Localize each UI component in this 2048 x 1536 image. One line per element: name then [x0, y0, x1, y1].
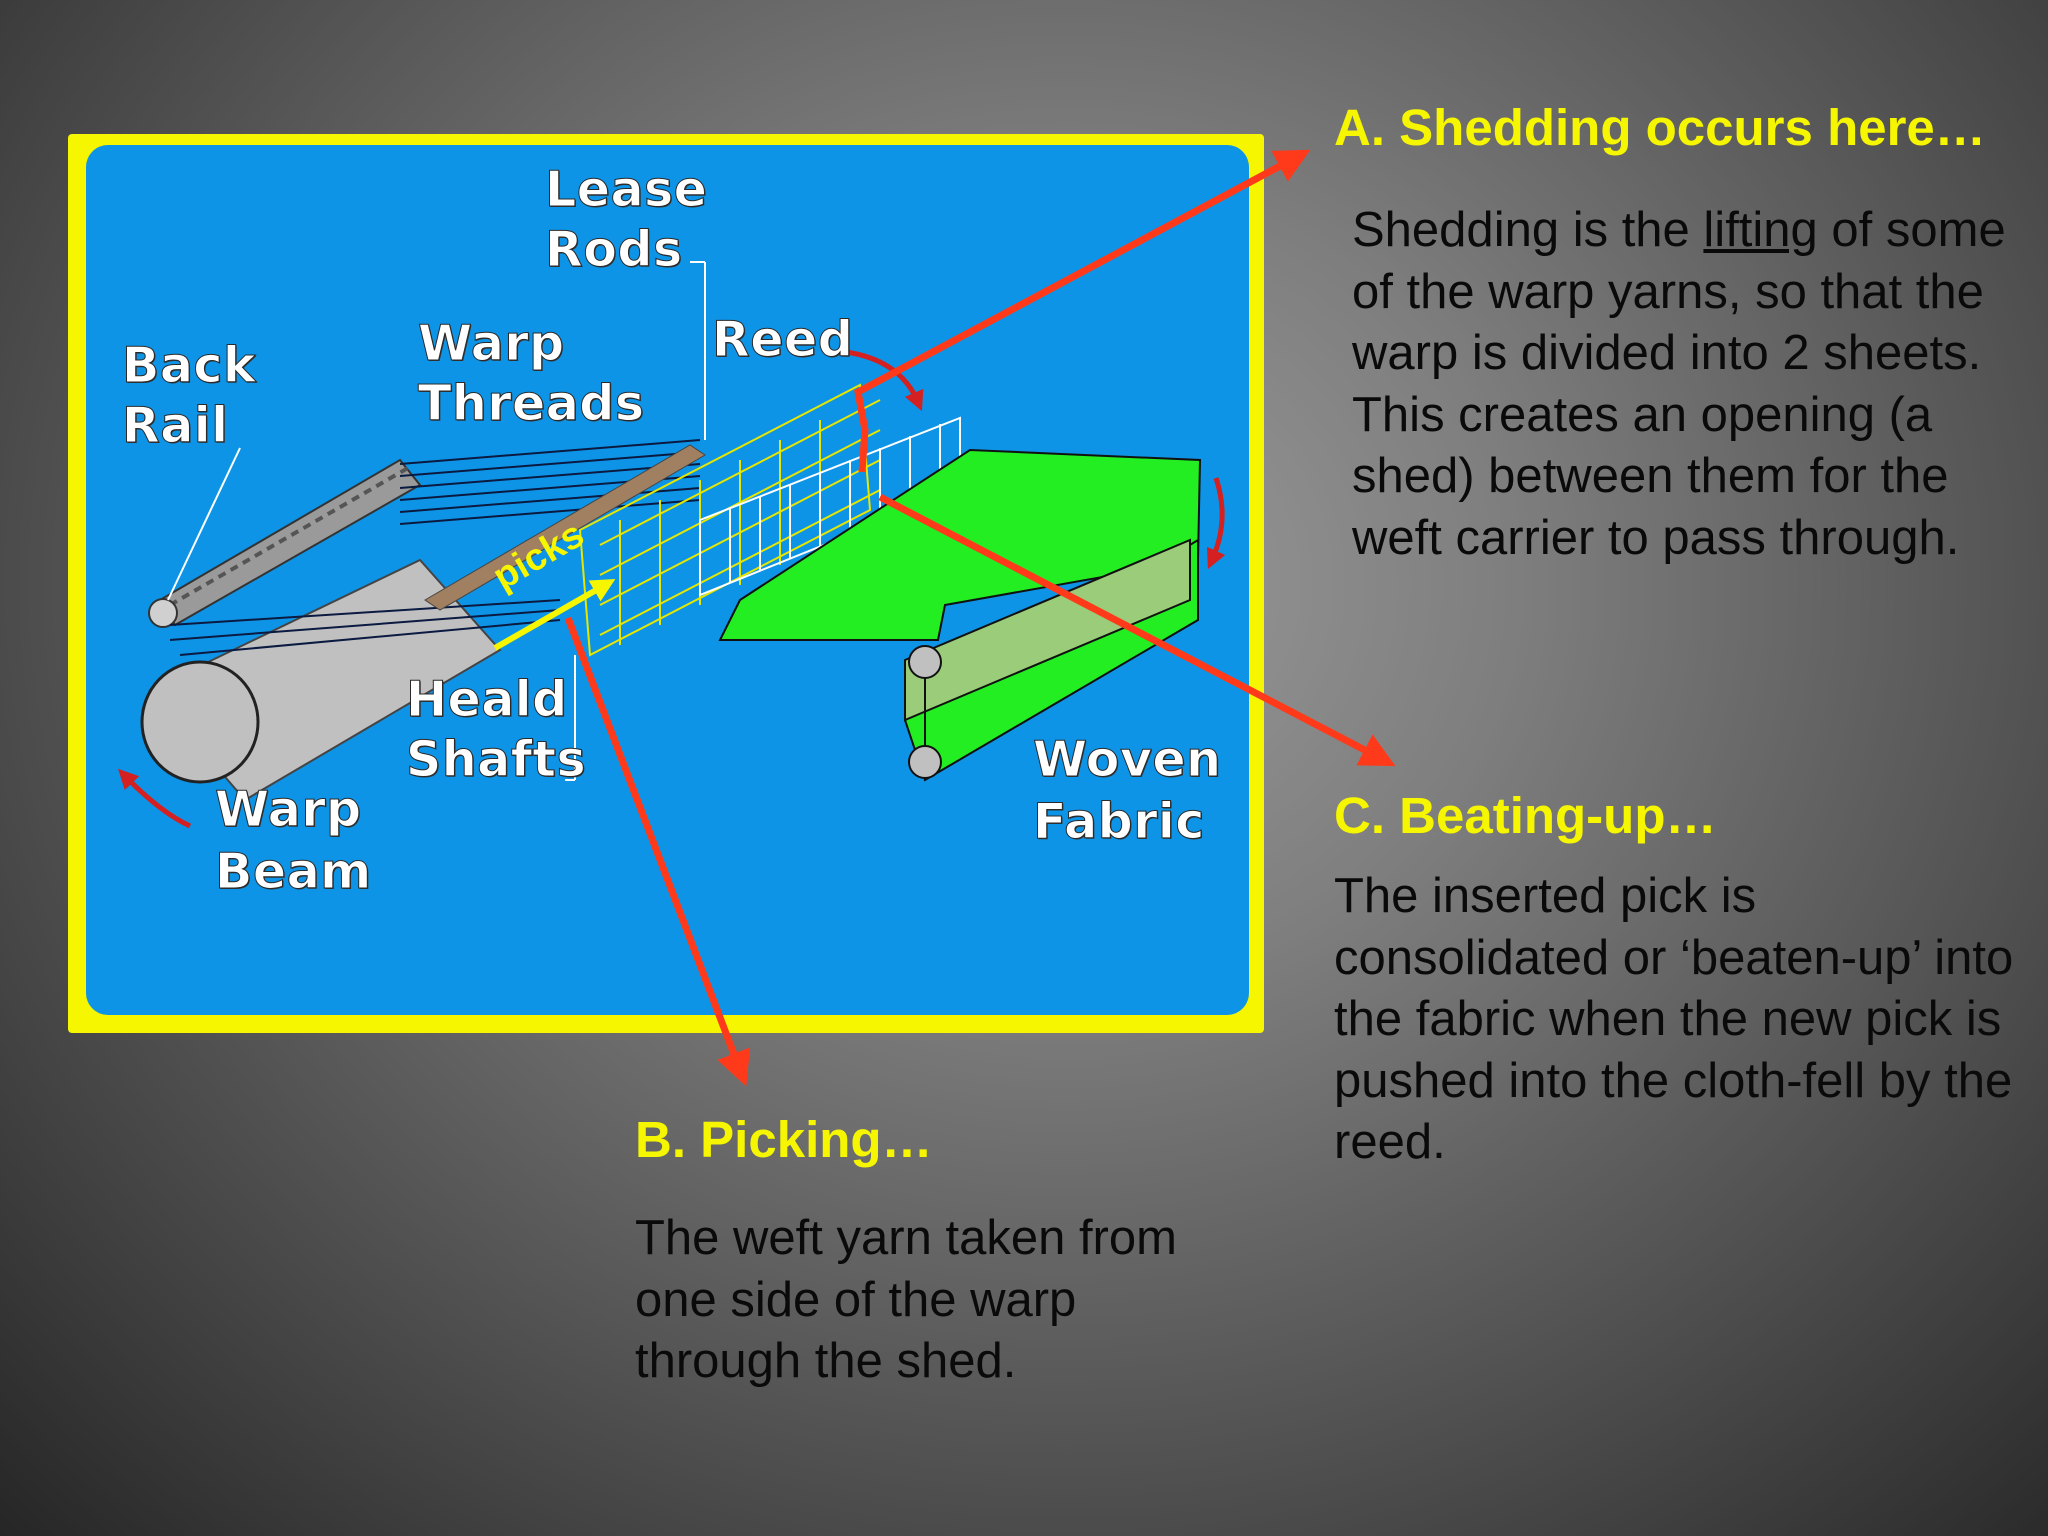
heading-shedding: A. Shedding occurs here…: [1334, 99, 1986, 156]
label-warp-beam-line1: Warp: [215, 781, 362, 839]
text-shedding: Shedding is the lifting of some of the w…: [1352, 203, 2006, 565]
label-woven-fabric-line1: Woven: [1033, 731, 1222, 789]
text-beating-up: The inserted pick is consolidated or ‘be…: [1334, 869, 2014, 1169]
underlined-lifting: lifting: [1703, 203, 1818, 257]
picks-arrow: [493, 579, 616, 651]
label-reed: Reed: [711, 311, 854, 369]
label-lease-rods-line1: Lease: [544, 161, 708, 219]
label-heald-shafts-line1: Heald: [406, 671, 568, 729]
fabric-rotation-arrow: [1206, 477, 1226, 570]
label-warp-threads-line1: Warp: [418, 315, 565, 373]
label-woven-fabric-line2: Fabric: [1033, 793, 1205, 851]
label-lease-rods-line2: Rods: [545, 221, 683, 279]
label-heald-shafts-line2: Shafts: [405, 731, 587, 789]
woven-fabric: [718, 448, 1202, 782]
callout-arrow-shedding: [854, 149, 1311, 473]
heald-shafts: [565, 383, 881, 781]
label-back-rail-line2: Rail: [121, 397, 229, 455]
label-back-rail-line1: Back: [121, 337, 257, 395]
label-warp-threads-line2: Threads: [418, 375, 645, 433]
warp-beam: [140, 558, 502, 802]
text-picking: The weft yarn taken from one side of the…: [635, 1211, 1177, 1388]
lease-rods: [424, 261, 706, 611]
back-rail: [148, 447, 422, 628]
reed-motion-arrow: [845, 349, 924, 412]
warp-beam-rotation-arrow: [118, 768, 192, 829]
heading-beating-up: C. Beating-up…: [1334, 787, 1717, 844]
label-warp-beam-line2: Beam: [215, 843, 372, 901]
callout-arrow-beating-up: [878, 493, 1396, 767]
callout-arrow-picking: [564, 616, 751, 1087]
heading-picking: B. Picking…: [635, 1111, 933, 1168]
